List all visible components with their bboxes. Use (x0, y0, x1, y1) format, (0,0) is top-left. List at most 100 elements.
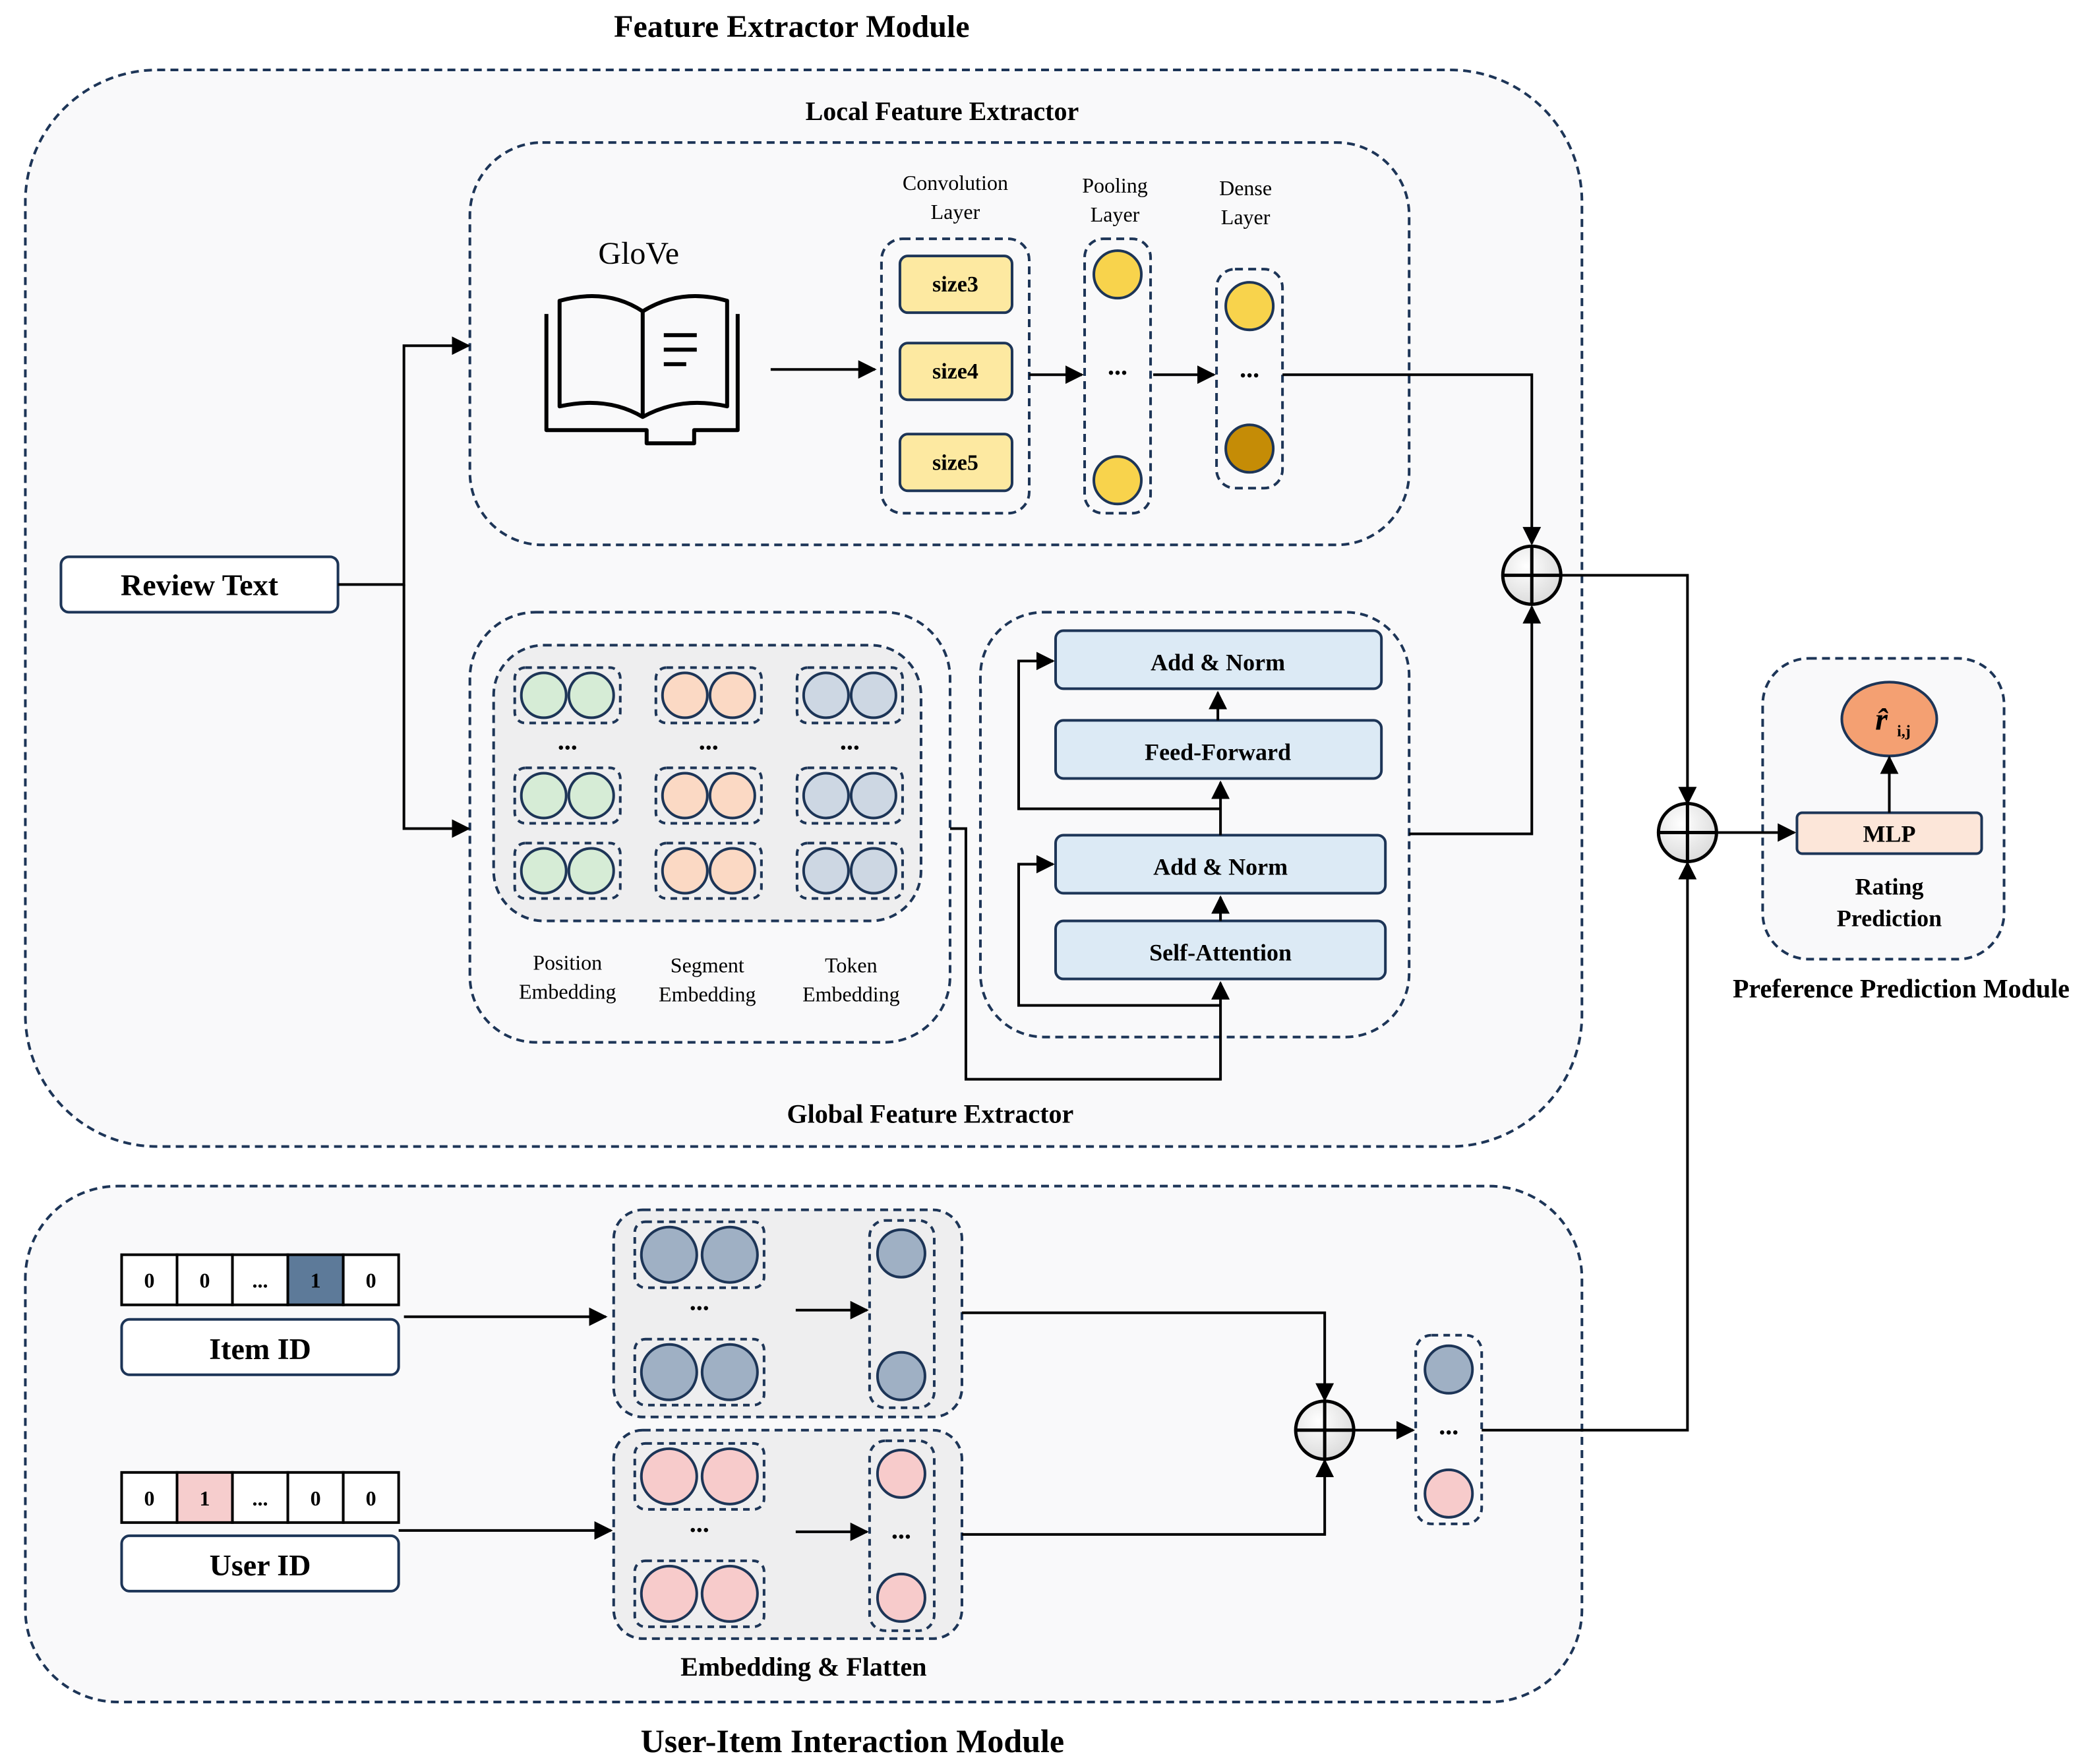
item-embed-node (700, 1343, 759, 1401)
item-embed-ellipsis: ... (690, 1287, 709, 1316)
user-embed-pair-2 (633, 1559, 765, 1628)
embedding-flatten-label: Embedding & Flatten (680, 1652, 926, 1682)
token-pair-3 (795, 841, 904, 900)
conv-layer-label-1: Convolution (903, 171, 1008, 195)
position-node (520, 671, 568, 719)
rating-output-symbol: r̂ (1875, 702, 1889, 737)
pool-node-bottom (1093, 455, 1143, 506)
item-onehot-vector: 0 0 ... 1 0 (120, 1253, 400, 1306)
feature-to-final-fusion-arrow (1559, 574, 1697, 806)
token-pair-2 (795, 766, 904, 825)
token-ellipsis: ... (840, 725, 860, 755)
token-embedding-column: ... (795, 666, 904, 900)
position-node (567, 847, 615, 895)
kernel-size5-label: size5 (932, 450, 978, 475)
item-embed-node (640, 1225, 698, 1284)
position-embedding-label-2: Embedding (519, 980, 616, 1004)
user-flatten-node (876, 1448, 926, 1499)
user-id-box (120, 1534, 400, 1593)
position-node (567, 772, 615, 820)
token-node (802, 772, 850, 820)
user-embed-node (700, 1564, 759, 1623)
segment-embedding-column: ... (654, 666, 763, 900)
interaction-title: User-Item Interaction Module (641, 1722, 1064, 1759)
segment-node (661, 847, 709, 895)
pooling-layer-group (1083, 237, 1153, 515)
item-onehot-cell (175, 1253, 234, 1306)
token-node (849, 772, 897, 820)
item-flatten-node (876, 1228, 926, 1279)
user-embed-node (700, 1447, 759, 1505)
item-onehot-text: ... (253, 1269, 268, 1293)
kernel-size3-label: size3 (932, 272, 978, 297)
kernel-size3-box (898, 255, 1013, 315)
item-embed-node (640, 1343, 698, 1401)
position-node (520, 772, 568, 820)
preference-title: Preference Prediction Module (1733, 974, 2070, 1004)
rating-output-subscript: i,j (1897, 723, 1911, 740)
position-embedding-label-1: Position (533, 951, 602, 975)
token-pair-1 (795, 666, 904, 725)
kernel-size4-box (898, 342, 1013, 402)
book-icon (544, 294, 740, 446)
user-id-label: User ID (210, 1548, 311, 1582)
item-id-box (120, 1318, 400, 1376)
segment-pair-1 (654, 666, 763, 725)
segment-embedding-label-1: Segment (671, 954, 744, 977)
item-embed-pair-1 (633, 1220, 765, 1289)
transformer-to-fusion-arrow (1409, 605, 1542, 836)
segment-node (661, 671, 709, 719)
dense-layer-label-2: Layer (1221, 205, 1271, 229)
token-node (849, 847, 897, 895)
segment-node (708, 772, 756, 820)
add-norm-top-box (1054, 629, 1383, 690)
kernel-size5-box (898, 433, 1013, 493)
glove-label: GloVe (598, 236, 679, 271)
item-flatten-column (868, 1219, 936, 1409)
review-text-label: Review Text (121, 568, 279, 601)
user-onehot-text: 0 (144, 1486, 154, 1510)
pool-node-top (1093, 249, 1143, 300)
global-extractor-title: Global Feature Extractor (787, 1099, 1074, 1129)
item-embed-pair-2 (633, 1337, 765, 1407)
user-flatten-node (876, 1572, 926, 1623)
user-flatten-column (868, 1439, 936, 1632)
fusion-node-feature (1501, 544, 1563, 606)
token-embedding-label-2: Embedding (802, 983, 900, 1006)
add-norm-bottom-label: Add & Norm (1153, 853, 1288, 880)
item-onehot-cell (342, 1253, 400, 1306)
position-node (567, 671, 615, 719)
position-pair-1 (513, 666, 622, 725)
user-embed-pair-1 (633, 1442, 765, 1511)
item-flatten-to-fusion-arrow (961, 1311, 1334, 1402)
mlp-label: MLP (1863, 820, 1915, 847)
dense-ellipsis: ... (1240, 353, 1259, 383)
user-onehot-text: ... (253, 1486, 268, 1510)
position-node (520, 847, 568, 895)
user-onehot-vector: 0 1 ... 0 0 (120, 1471, 400, 1524)
position-embedding-column: ... (513, 666, 622, 900)
token-embedding-label-1: Token (825, 954, 878, 977)
segment-pair-2 (654, 766, 763, 825)
residual-bottom-arrow (1017, 855, 1221, 1007)
preference-panel (1761, 657, 2006, 961)
item-onehot-text: 0 (200, 1269, 210, 1293)
concat-ellipsis: ... (1439, 1411, 1458, 1440)
user-onehot-cell (286, 1471, 345, 1524)
user-embed-ellipsis: ... (690, 1508, 709, 1538)
pool-layer-label-1: Pooling (1082, 173, 1148, 197)
rating-prediction-label-2: Prediction (1837, 905, 1942, 932)
user-onehot-text: 1 (200, 1486, 210, 1510)
user-flatten-ellipsis: ... (891, 1515, 911, 1544)
segment-embedding-label-2: Embedding (659, 983, 756, 1006)
concat-user-node (1424, 1468, 1474, 1519)
dense-to-fusion-arrow (1282, 373, 1542, 546)
segment-pair-3 (654, 841, 763, 900)
rating-prediction-label-1: Rating (1855, 874, 1923, 900)
residual-top-arrow (1017, 652, 1221, 810)
segment-node (708, 847, 756, 895)
kernel-size4-label: size4 (932, 359, 978, 384)
dense-node-top (1224, 281, 1275, 332)
add-norm-top-label: Add & Norm (1151, 649, 1285, 675)
